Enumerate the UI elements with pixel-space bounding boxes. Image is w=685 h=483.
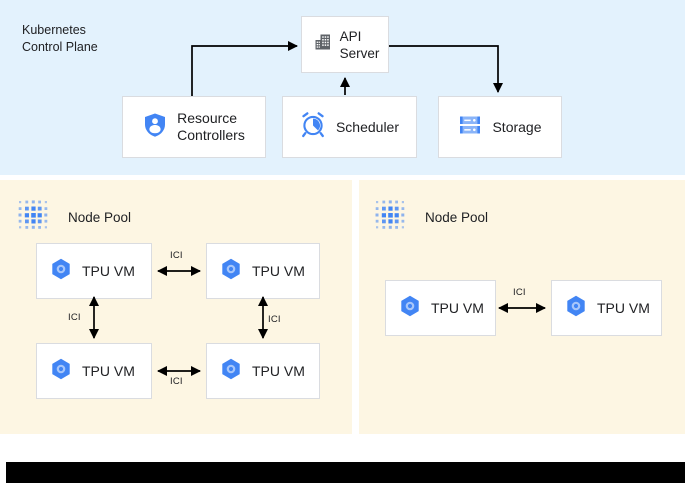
office-building-icon: [313, 32, 333, 57]
tpu-vm-box[interactable]: TPU VM: [36, 343, 152, 399]
ici-label: ICI: [268, 314, 281, 325]
node-pool-title-right: Node Pool: [425, 210, 489, 225]
node-pool-dots-icon: [373, 198, 407, 237]
tpu-vm-box[interactable]: TPU VM: [551, 280, 662, 336]
api-server-label: API Server: [339, 28, 380, 61]
tpu-vm-box[interactable]: TPU VM: [206, 243, 320, 299]
scheduler-label: Scheduler: [335, 118, 400, 135]
ici-label: ICI: [170, 376, 183, 387]
node-pool-header-right: Node Pool: [373, 198, 488, 237]
tpu-vm-label: TPU VM: [82, 362, 135, 379]
bottom-black-bar: [6, 462, 685, 483]
tpu-vm-hexagon-icon: [51, 358, 71, 385]
ici-label: ICI: [170, 250, 183, 261]
tpu-vm-box[interactable]: TPU VM: [385, 280, 496, 336]
tpu-vm-hexagon-icon: [221, 258, 241, 285]
api-server-box[interactable]: API Server: [301, 16, 389, 73]
resource-controllers-label: Resource Controllers: [177, 110, 245, 143]
tpu-vm-hexagon-icon: [566, 295, 586, 322]
server-rack-icon: [458, 113, 482, 142]
tpu-vm-label: TPU VM: [252, 262, 305, 279]
storage-label: Storage: [492, 118, 542, 135]
tpu-vm-label: TPU VM: [597, 299, 650, 316]
tpu-vm-box[interactable]: TPU VM: [36, 243, 152, 299]
tpu-vm-box[interactable]: TPU VM: [206, 343, 320, 399]
node-pool-dots-icon: [16, 198, 50, 237]
tpu-vm-hexagon-icon: [51, 258, 71, 285]
node-pool-panel-left: Node Pool TPU VM: [0, 180, 352, 434]
tpu-vm-label: TPU VM: [82, 262, 135, 279]
scheduler-box[interactable]: Scheduler: [282, 96, 417, 158]
storage-box[interactable]: Storage: [438, 96, 562, 158]
shield-person-icon: [143, 112, 167, 143]
ici-label: ICI: [68, 312, 81, 323]
control-plane-title: Kubernetes Control Plane: [22, 23, 98, 54]
node-pool-title-left: Node Pool: [68, 210, 132, 225]
tpu-vm-label: TPU VM: [252, 362, 305, 379]
ici-label: ICI: [513, 287, 526, 298]
tpu-vm-label: TPU VM: [431, 299, 484, 316]
resource-controllers-box[interactable]: Resource Controllers: [122, 96, 266, 158]
tpu-vm-hexagon-icon: [221, 358, 241, 385]
tpu-vm-hexagon-icon: [400, 295, 420, 322]
node-pool-panel-right: Node Pool TPU VM: [359, 180, 685, 434]
node-pool-header-left: Node Pool: [16, 198, 131, 237]
alarm-clock-icon: [300, 111, 326, 143]
